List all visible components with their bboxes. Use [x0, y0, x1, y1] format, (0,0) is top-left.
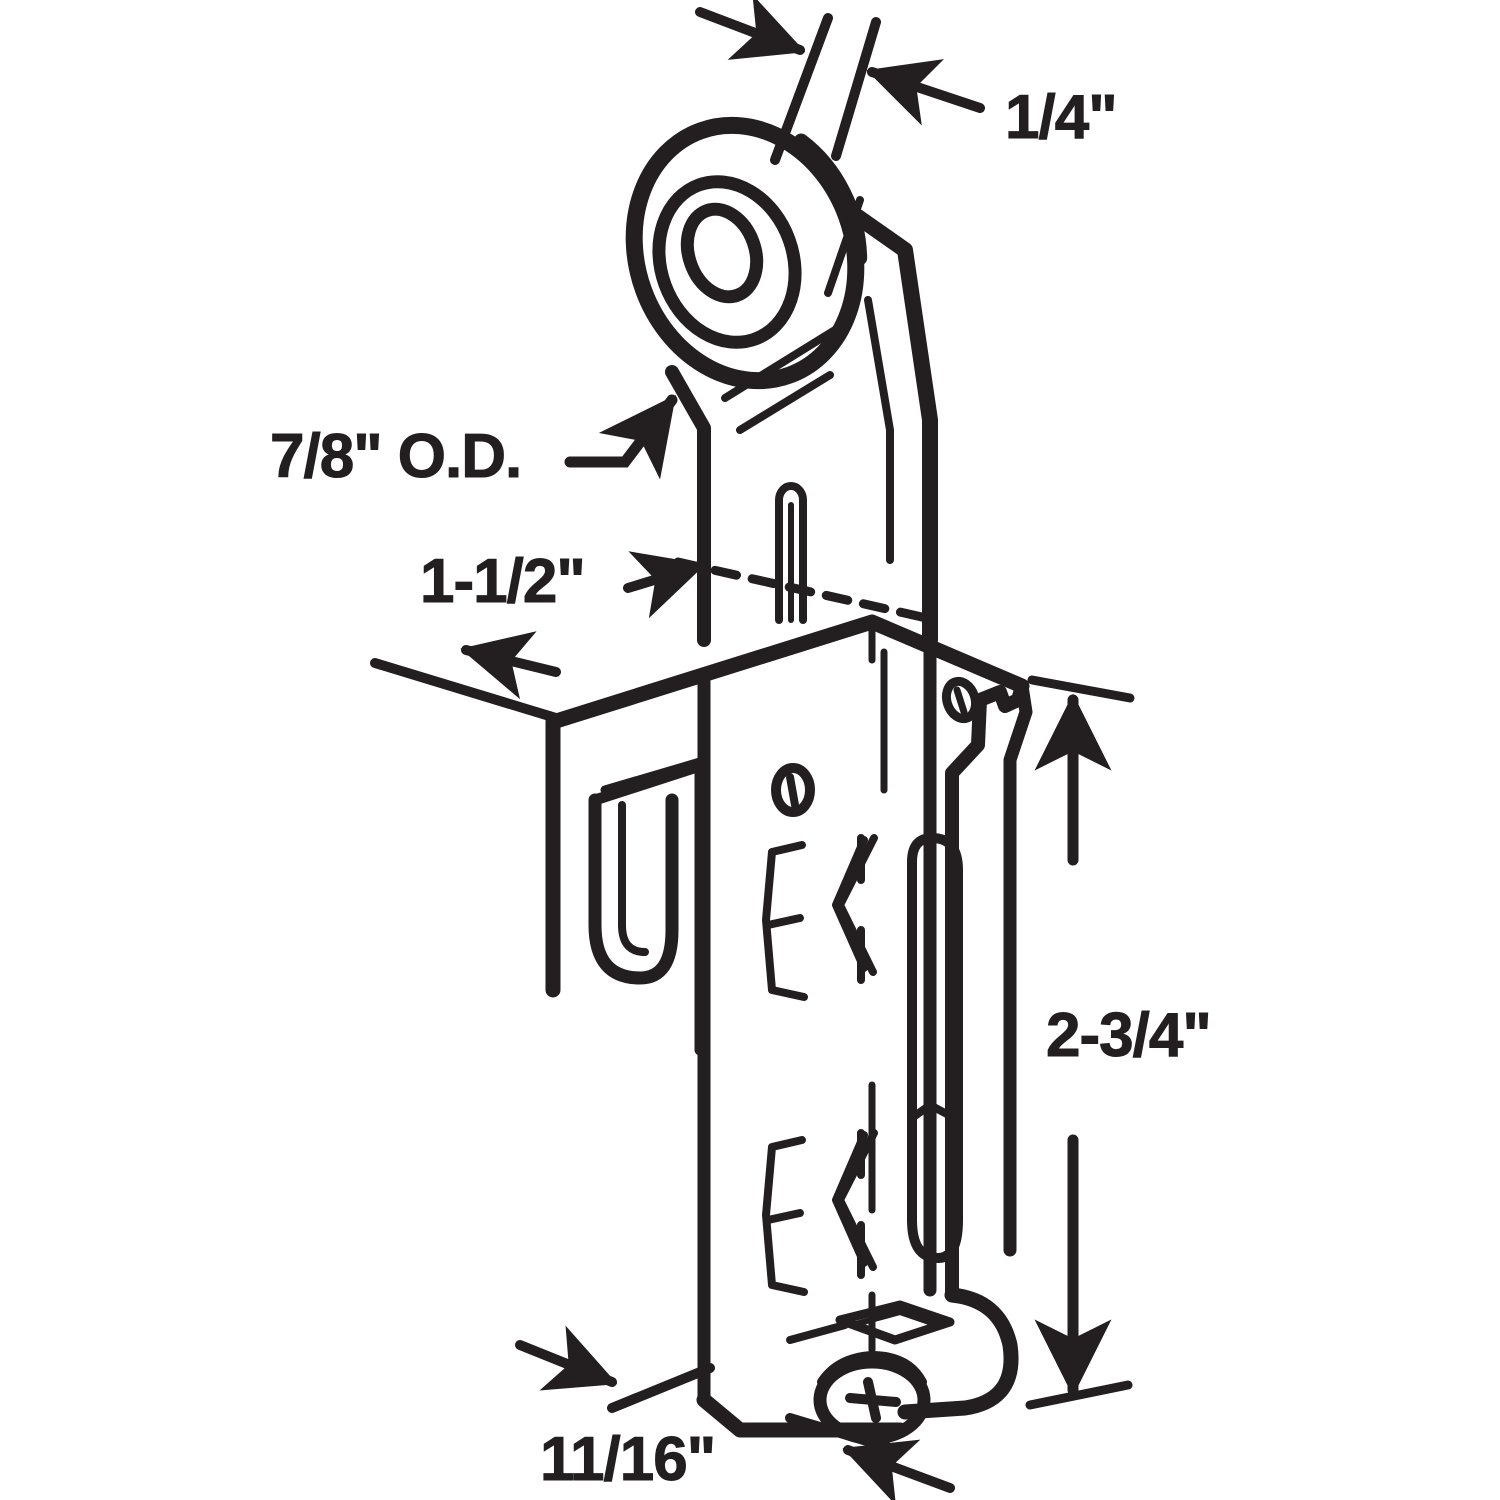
- arrow-quarter-left: [695, 0, 806, 60]
- hook-outer-profile: [588, 793, 679, 985]
- dimension-roller-thickness: 1/4": [695, 0, 1118, 165]
- ext-line-height-top: [1027, 675, 1135, 703]
- roller-outer-ring: [625, 116, 865, 390]
- bracket-body: [545, 614, 1033, 1445]
- arm-slot: [775, 482, 807, 624]
- phillips-cross-slot: [845, 1377, 901, 1423]
- body-right-flange-profile: [945, 679, 1029, 1302]
- arrow-quarter-right: [866, 59, 985, 126]
- ext-line-depth-left: [607, 1363, 715, 1413]
- ext-line-width-lower: [370, 658, 561, 723]
- ext-line-height-bottom: [1025, 1380, 1133, 1410]
- arm-right-edge: [840, 202, 938, 648]
- arm-inner-right-edge: [864, 296, 894, 564]
- chevron-emboss-upper: [762, 834, 878, 1001]
- chevron-emboss-lower: [762, 1129, 878, 1296]
- bracket-base: [696, 1287, 1019, 1445]
- dimension-bracket-depth: 11/16": [515, 1325, 955, 1500]
- screw-head-rim: [817, 1351, 927, 1387]
- dimension-bracket-height: 2-3/4": [1025, 675, 1212, 1410]
- hook-inner-profile: [618, 801, 649, 956]
- chevron-lower-right-v2: [832, 1131, 868, 1267]
- rivet-hole-face: [771, 763, 815, 817]
- chevron-lower-left-tip: [764, 1209, 804, 1224]
- base-tab-leader: [786, 1321, 849, 1344]
- arm-left-edge: [665, 365, 711, 647]
- rivet-hole-face-slot: [786, 773, 799, 809]
- dimension-label-bracket-width: 1-1/2": [420, 547, 585, 616]
- rivet-hole-upper: [941, 676, 981, 724]
- roller-wheel: [625, 116, 868, 390]
- chevron-upper-right-v2: [832, 836, 868, 972]
- base-right-outline: [897, 1287, 1019, 1420]
- dashed-reference-line-width: [673, 557, 927, 622]
- chevron-lower-left-outline: [762, 1136, 808, 1296]
- dimension-roller-od: 7/8" O.D.: [270, 394, 678, 492]
- base-tab-inner: [849, 1309, 941, 1328]
- arm-face-line: [736, 371, 834, 434]
- adjustment-slot-outline: [907, 833, 963, 1263]
- arm-fold-line-upper: [721, 321, 847, 402]
- dimension-label-roller-od: 7/8" O.D.: [270, 422, 521, 491]
- adjustment-slot-step: [908, 1101, 934, 1122]
- arrow-width-left: [460, 631, 561, 700]
- body-right-outer-edge: [1003, 679, 1033, 1257]
- dimension-label-bracket-height: 2-3/4": [1046, 1001, 1211, 1070]
- ext-line-quarter-right: [831, 17, 881, 161]
- arrow-depth-right: [515, 1325, 618, 1391]
- part-geometry: [545, 116, 1033, 1445]
- rivet-hole-upper-slot: [953, 686, 968, 716]
- hook-right-edge: [589, 760, 706, 1056]
- dimension-label-roller-thickness: 1/4": [1005, 83, 1117, 152]
- roller-hub-bore: [680, 202, 764, 304]
- ext-line-quarter-left: [770, 13, 833, 165]
- arrow-width-right: [623, 551, 706, 619]
- roller-rear-face-arc: [793, 133, 868, 266]
- leader-line-roller-od: [564, 394, 678, 480]
- dimension-annotations: 1/4" 7/8" O.D. 1-1/2" 2-3/4": [270, 0, 1212, 1500]
- dimension-bracket-width: 1-1/2": [370, 547, 927, 723]
- arrow-depth-left: [842, 1439, 955, 1500]
- chevron-upper-left-outline: [762, 841, 808, 1001]
- adjustment-slot: [907, 833, 963, 1263]
- roller-mid-ring: [652, 175, 802, 349]
- chevron-upper-left-tip: [764, 914, 804, 929]
- left-hook-tab: [588, 757, 706, 1056]
- body-deck-back-line: [596, 618, 876, 710]
- dimension-label-bracket-depth: 11/16": [540, 1425, 715, 1494]
- base-tab: [835, 1300, 955, 1345]
